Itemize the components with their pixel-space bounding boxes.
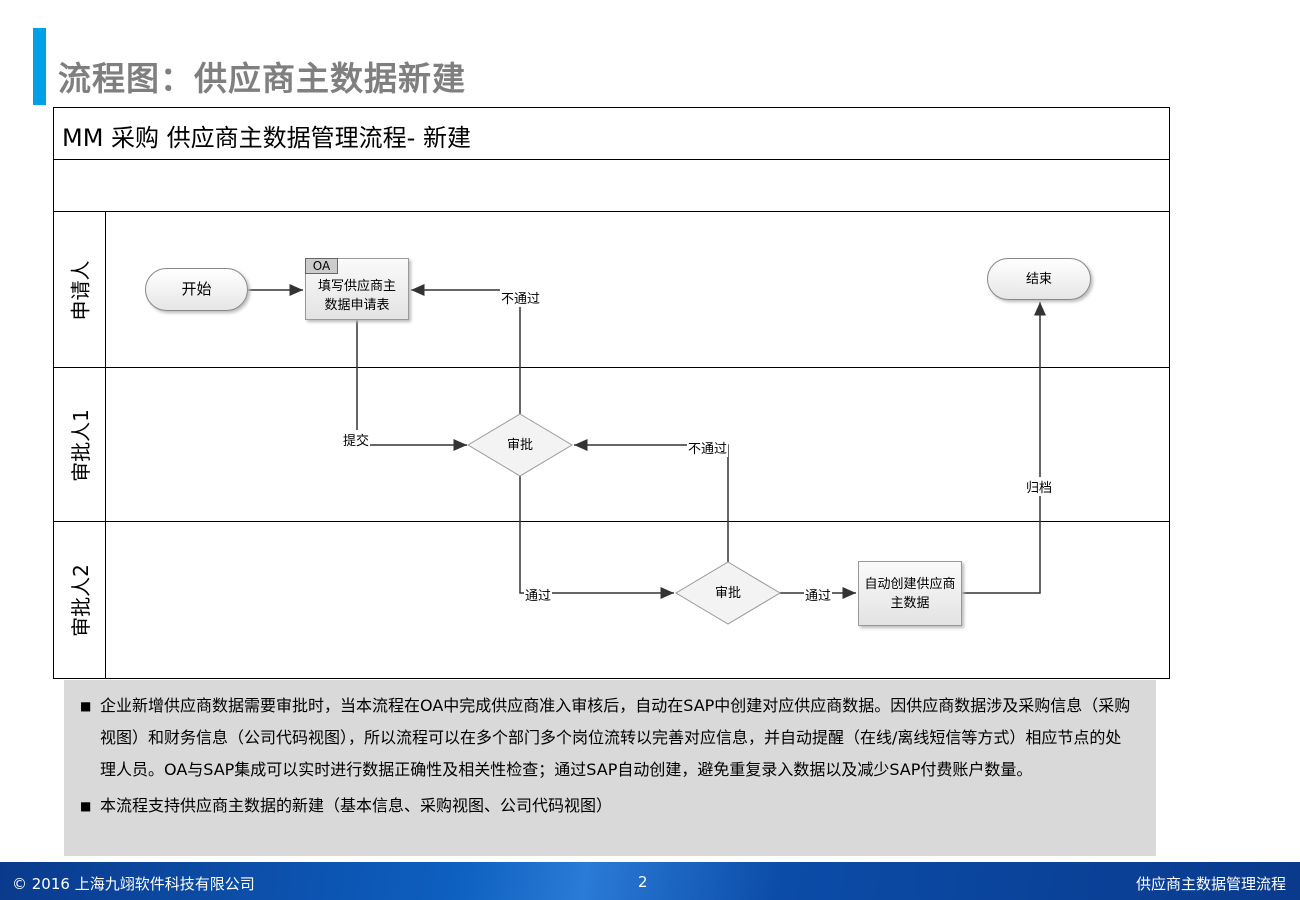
footer: © 2016 上海九翊软件科技有限公司 2 供应商主数据管理流程 [0,862,1300,900]
node-label: 填写供应商主数据申请表 [317,279,396,313]
edge-submit [356,320,467,451]
description-text: 本流程支持供应商主数据的新建（基本信息、采购视图、公司代码视图） [100,796,613,815]
section-name: 供应商主数据管理流程 [1135,875,1286,893]
decision-diamond-1 [467,413,573,477]
edge-label-pass2: 通过 [804,585,833,604]
description-item: ■ 本流程支持供应商主数据的新建（基本信息、采购视图、公司代码视图） [80,790,1136,822]
end-node: 结束 [987,258,1091,300]
description-text: 企业新增供应商数据需要审批时，当本流程在OA中完成供应商准入审核后，自动在SAP… [100,696,1131,779]
edge-pass1 [519,476,674,599]
divider [53,159,1170,160]
start-node: 开始 [145,268,248,311]
title-accent-bar [33,28,46,105]
approve2-label: 审批 [714,585,741,601]
auto-create-node: 自动创建供应商主数据 [858,561,962,626]
divider [53,211,1170,212]
oa-tag: OA [305,258,338,274]
edge-label-reject1: 不通过 [500,288,542,307]
page-number: 2 [638,873,648,891]
edge-label-pass1: 通过 [524,585,553,604]
diagram-title: MM 采购 供应商主数据管理流程- 新建 [62,124,471,152]
edge-label-reject2: 不通过 [687,438,729,457]
copyright: © 2016 上海九翊软件科技有限公司 [12,875,255,893]
divider [53,367,1170,368]
description-box: ■ 企业新增供应商数据需要审批时，当本流程在OA中完成供应商准入审核后，自动在SA… [64,680,1156,856]
decision-diamond-2 [675,561,781,625]
swimlane-diagram [53,107,1170,679]
edge-archive [962,302,1046,594]
bullet-icon: ■ [80,699,92,713]
approve1-label: 审批 [506,437,533,453]
lane-header-divider [105,212,106,679]
edge-label-submit: 提交 [342,430,371,449]
edge-reject2 [574,439,729,562]
description-item: ■ 企业新增供应商数据需要审批时，当本流程在OA中完成供应商准入审核后，自动在SA… [80,690,1136,786]
page-title: 流程图：供应商主数据新建 [58,59,466,98]
edge-reject1 [411,284,521,414]
bullet-icon: ■ [80,799,92,813]
divider [53,521,1170,522]
edge-label-archive: 归档 [1025,477,1054,496]
node-label: 自动创建供应商主数据 [864,576,956,611]
